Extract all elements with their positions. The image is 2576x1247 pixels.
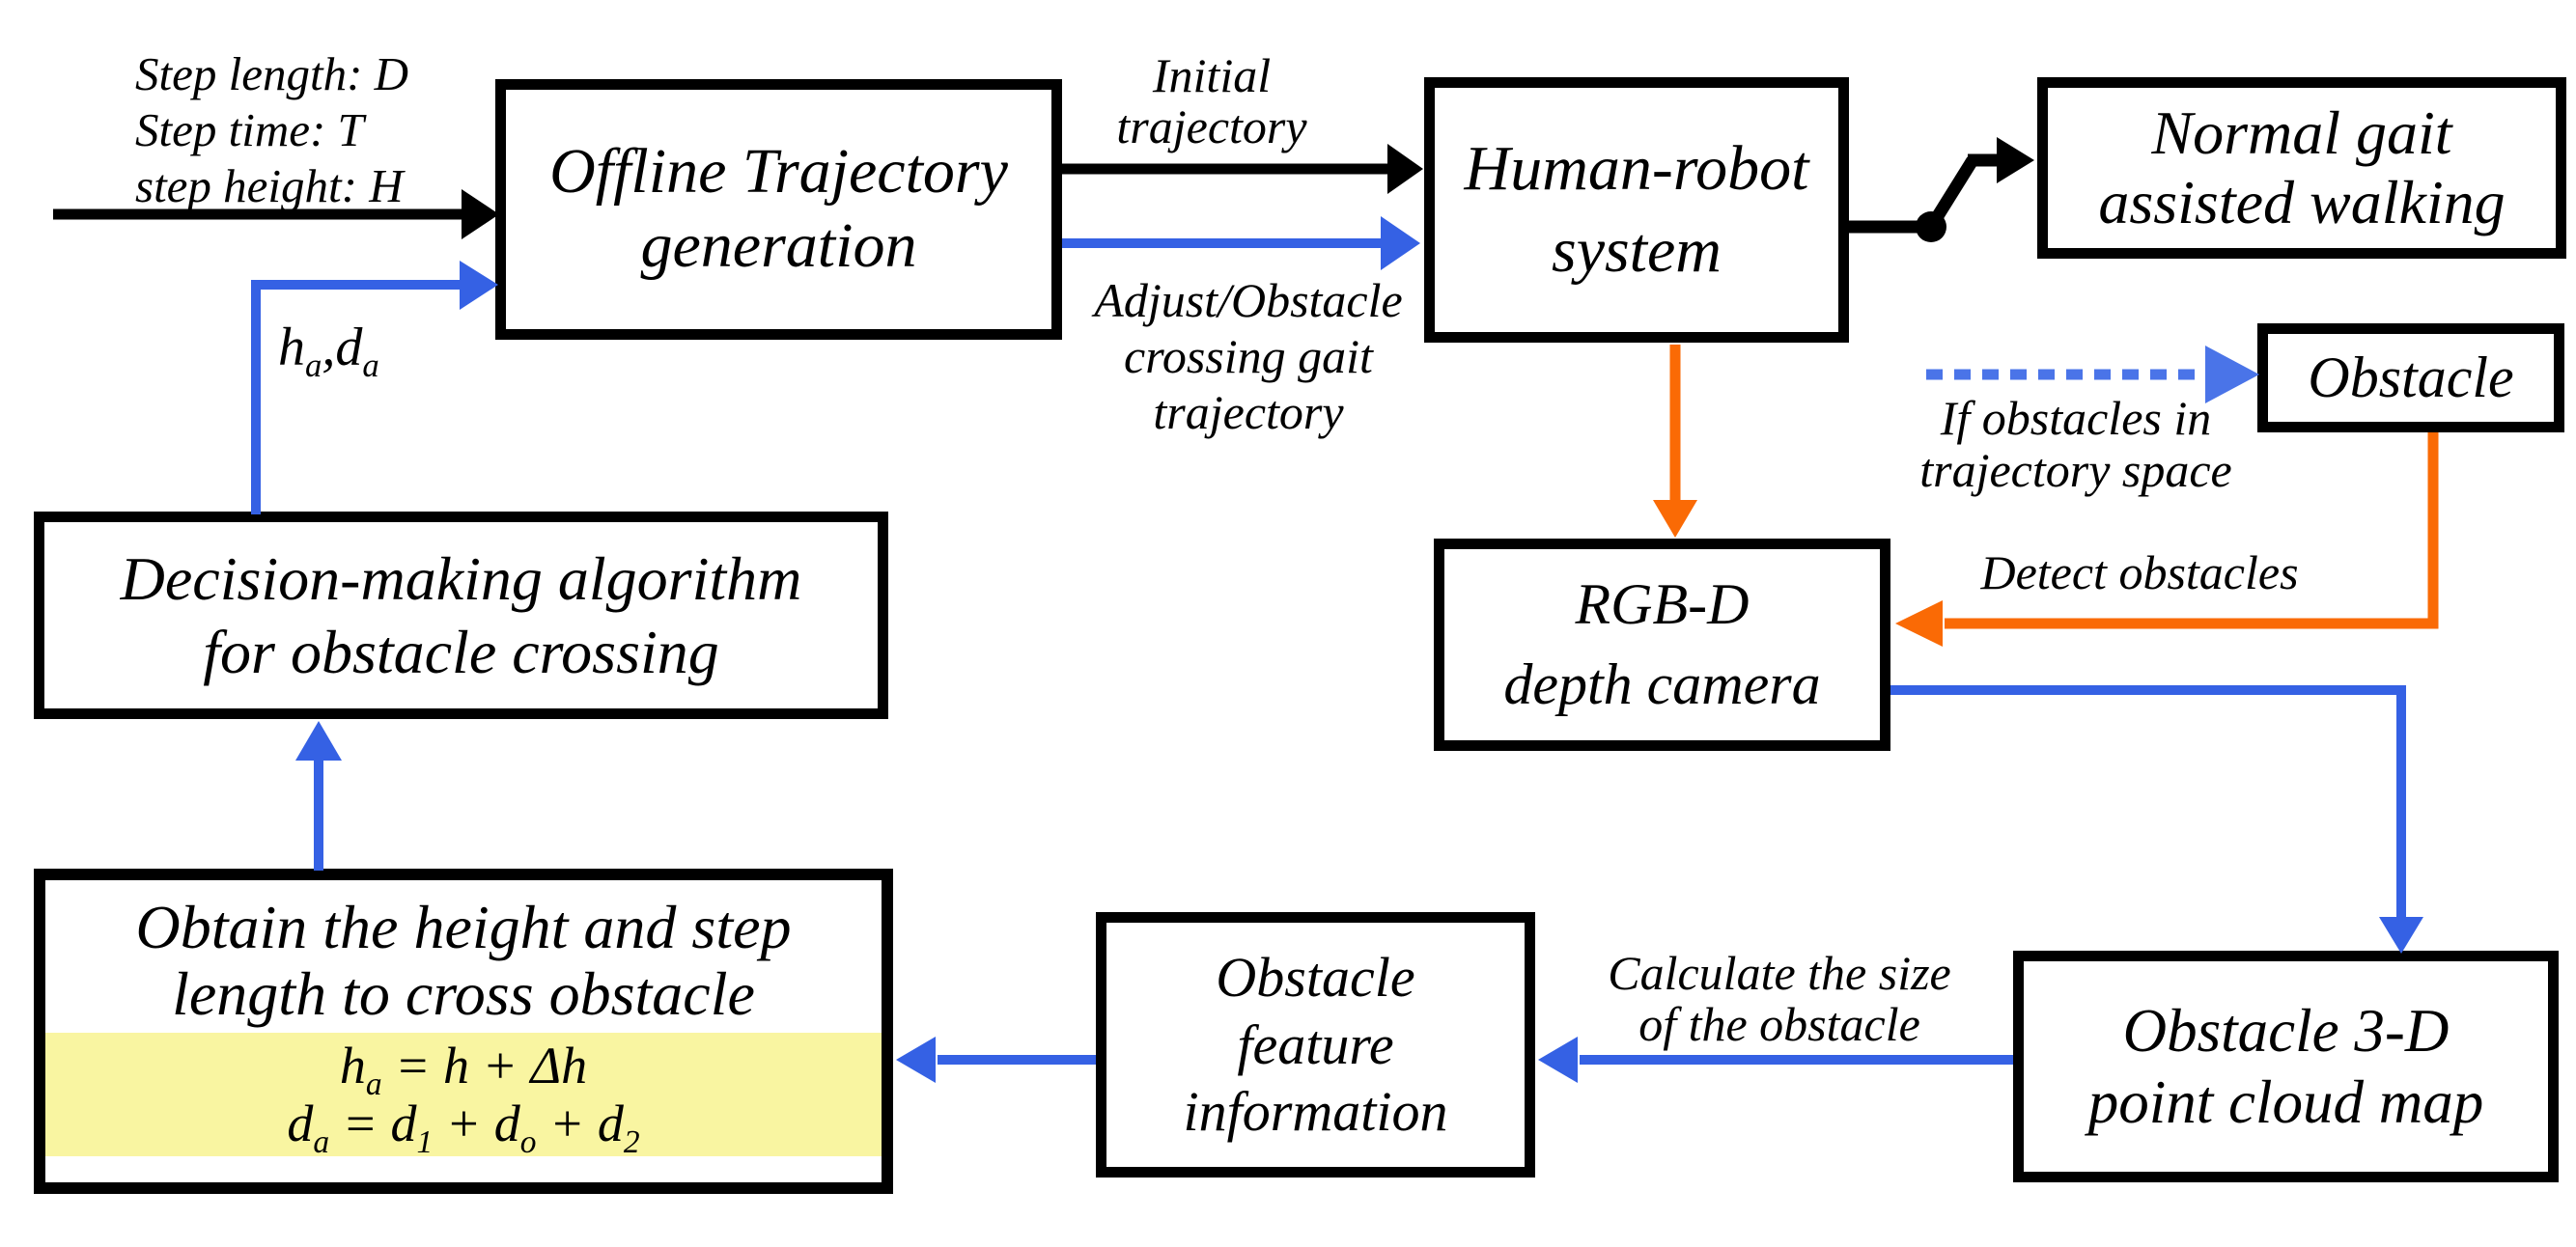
- label-line: Initial: [1152, 48, 1272, 102]
- label-adjust-obstacle-gait: Adjust/Obstacle crossing gait trajectory: [1094, 272, 1402, 440]
- label-line: Step length: D: [135, 47, 409, 100]
- node-label: assisted walking: [2098, 168, 2506, 236]
- label-line: trajectory: [1116, 99, 1307, 153]
- node-label: information: [1183, 1080, 1448, 1144]
- node-label: generation: [640, 210, 917, 281]
- node-obstacle-feature-information: Obstacle feature information: [1096, 912, 1535, 1178]
- node-label: point cloud map: [2087, 1068, 2484, 1136]
- label-calculate-size: Calculate the size of the obstacle: [1608, 948, 1951, 1050]
- label-initial-trajectory: Initial trajectory: [1116, 50, 1306, 152]
- arrow-adjust-gait: [1062, 216, 1420, 270]
- formula-term: d: [287, 1095, 314, 1152]
- node-obstacle: Obstacle: [2257, 323, 2564, 432]
- node-label: Obtain the height and step: [135, 893, 792, 961]
- label-line: Detect obstacles: [1980, 545, 2299, 599]
- node-normal-gait-assisted-walking: Normal gait assisted walking: [2037, 77, 2566, 259]
- node-label: length to cross obstacle: [172, 959, 755, 1029]
- label-input-parameters: Step length: D Step time: T step height:…: [135, 46, 408, 213]
- label-detect-obstacles: Detect obstacles: [1980, 544, 2298, 600]
- arrow-obtain-to-decision: [295, 721, 342, 871]
- formula-term: + d: [433, 1095, 520, 1152]
- node-label: feature: [1237, 1012, 1394, 1076]
- node-rgbd-depth-camera: RGB-D depth camera: [1434, 539, 1890, 751]
- arrow-decision-to-offline: [251, 261, 498, 514]
- node-label: RGB-D: [1575, 572, 1750, 637]
- node-label: system: [1552, 214, 1722, 286]
- node-label: for obstacle crossing: [203, 617, 719, 686]
- formula-da: da = d1 + do + d2: [287, 1095, 639, 1158]
- label-subscript: a: [362, 346, 379, 385]
- label-line: If obstacles in: [1940, 391, 2212, 445]
- label-ha-da: ha,da: [278, 317, 379, 382]
- formula-highlight-band: ha = h + Δh da = d1 + do + d2: [45, 1033, 882, 1158]
- label-line: Step time: T: [135, 102, 364, 156]
- formula-term: h: [339, 1036, 366, 1095]
- node-decision-making-algorithm: Decision-making algorithm for obstacle c…: [34, 512, 888, 719]
- switch-connector: [1849, 137, 2034, 242]
- node-label: depth camera: [1503, 652, 1821, 716]
- node-label: Offline Trajectory: [549, 136, 1008, 208]
- label-if-obstacles: If obstacles in trajectory space: [1919, 392, 2232, 496]
- node-obstacle-3d-point-cloud-map: Obstacle 3-D point cloud map: [2013, 951, 2559, 1182]
- node-label: Obstacle: [1216, 946, 1415, 1010]
- node-offline-trajectory-generation: Offline Trajectory generation: [495, 79, 1062, 340]
- label-line: step height: H: [135, 158, 404, 212]
- formula-term: = d: [329, 1095, 417, 1152]
- label-subscript: a: [305, 346, 322, 385]
- formula-ha: ha = h + Δh: [339, 1036, 588, 1100]
- label-line: of the obstacle: [1638, 997, 1920, 1051]
- arrow-camera-capture: [1653, 345, 1697, 538]
- formula-subscript: 1: [416, 1123, 434, 1160]
- label-term: h: [278, 318, 305, 377]
- arrow-feature-to-obtain: [896, 1037, 1096, 1083]
- formula-subscript: o: [519, 1123, 537, 1160]
- label-line: Adjust/Obstacle: [1094, 273, 1403, 327]
- label-line: Calculate the size: [1608, 946, 1951, 1000]
- label-line: crossing gait: [1124, 329, 1373, 383]
- node-label: Human-robot: [1464, 133, 1809, 205]
- node-title: Obtain the height and step length to cro…: [135, 894, 791, 1027]
- formula-subscript: a: [365, 1066, 382, 1102]
- label-term: ,d: [322, 318, 363, 377]
- formula-term: + d: [536, 1095, 624, 1152]
- node-label: Normal gait: [2151, 98, 2452, 168]
- label-line: trajectory: [1153, 385, 1344, 439]
- node-label: Decision-making algorithm: [120, 543, 802, 613]
- formula-subscript: 2: [623, 1123, 640, 1160]
- node-label: Obstacle 3-D: [2122, 996, 2450, 1065]
- node-human-robot-system: Human-robot system: [1424, 77, 1849, 343]
- formula-term: = h + Δh: [381, 1036, 588, 1095]
- node-obtain-height-step-length: Obtain the height and step length to cro…: [34, 869, 893, 1194]
- label-line: trajectory space: [1919, 443, 2232, 497]
- arrow-point-cloud: [1890, 685, 2423, 954]
- node-label: Obstacle: [2308, 346, 2514, 409]
- formula-subscript: a: [313, 1123, 330, 1160]
